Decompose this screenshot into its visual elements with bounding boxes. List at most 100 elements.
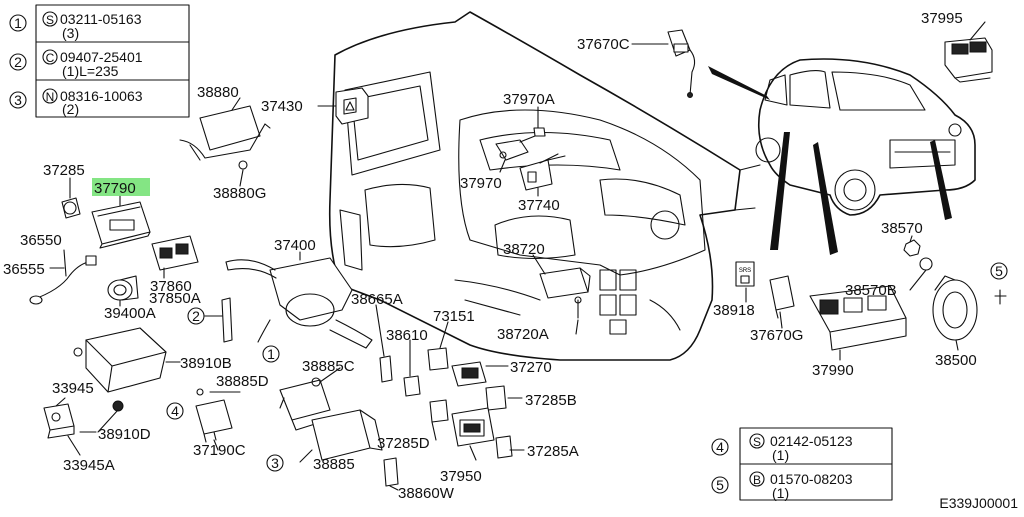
part-label-39400a[interactable]: 39400A (104, 305, 156, 322)
part-label-37285[interactable]: 37285 (43, 162, 85, 179)
part-label-38610[interactable]: 38610 (386, 327, 428, 344)
part-37285a-drawing (495, 435, 513, 459)
part-label-37970[interactable]: 37970 (460, 175, 502, 192)
part-38610-drawing (403, 375, 421, 397)
part-label-33945a[interactable]: 33945A (63, 457, 115, 474)
part-38720-drawing (539, 267, 591, 319)
part-label-37285d[interactable]: 37285D (377, 435, 430, 452)
part-label-37990[interactable]: 37990 (812, 362, 854, 379)
part-label-73151[interactable]: 73151 (433, 308, 475, 325)
legend-num: 3 (14, 92, 22, 108)
part-label-37790[interactable]: 37790 (94, 180, 136, 197)
part-39400a-drawing (107, 275, 139, 301)
diagram-code: E339J00001 (939, 495, 1018, 511)
part-label-36555[interactable]: 36555 (3, 261, 45, 278)
legend-code: 08316-10063 (60, 88, 143, 104)
legend-qty: (3) (62, 25, 79, 41)
part-37970a-drawing (533, 127, 546, 137)
legend-code: 02142-05123 (770, 433, 853, 449)
part-label-38665a[interactable]: 38665A (351, 291, 403, 308)
part-label-38885d[interactable]: 38885D (216, 373, 269, 390)
part-label-38570[interactable]: 38570 (881, 220, 923, 237)
srs-sticker-text: SRS (739, 268, 751, 274)
fastener-symbol (42, 49, 58, 65)
legend-top: 1 S 03211-05163 (3) 2 C 09407-25401 (1)L… (9, 4, 190, 118)
legend-sym: B (753, 473, 761, 487)
part-37790-drawing (91, 201, 151, 249)
part-label-36550[interactable]: 36550 (20, 232, 62, 249)
part-label-37190c[interactable]: 37190C (193, 442, 246, 459)
callout-1: 1 (267, 346, 275, 362)
part-label-38720[interactable]: 38720 (503, 241, 545, 258)
part-label-37430[interactable]: 37430 (261, 98, 303, 115)
part-38570-drawing (903, 239, 933, 271)
part-37285b-drawing (485, 385, 507, 411)
pointer-wedge (770, 132, 790, 250)
legend-code: 09407-25401 (60, 49, 143, 65)
callout-5: 5 (995, 263, 1003, 279)
part-37850a-drawing (221, 297, 233, 343)
part-label-37950[interactable]: 37950 (440, 468, 482, 485)
callout-circle (9, 14, 27, 32)
part-label-38910d[interactable]: 38910D (98, 426, 151, 443)
part-37970-drawing (495, 135, 536, 161)
leader-lines (49, 21, 986, 491)
part-label-37970a[interactable]: 37970A (503, 91, 555, 108)
part-label-37850a[interactable]: 37850A (149, 290, 201, 307)
legend-sym: N (46, 90, 55, 104)
part-73151-drawing (427, 347, 449, 371)
part-label-33945[interactable]: 33945 (52, 380, 94, 397)
legend-num: 2 (14, 54, 22, 70)
fastener-symbol (42, 11, 58, 27)
part-label-37270[interactable]: 37270 (510, 359, 552, 376)
part-label-38885c[interactable]: 38885C (302, 358, 355, 375)
legend-code: 01570-08203 (770, 471, 853, 487)
part-label-38880g[interactable]: 38880G (213, 185, 266, 202)
part-37740-drawing (519, 153, 566, 191)
part-37950-drawing (451, 407, 495, 447)
part-label-38570b[interactable]: 38570B (845, 282, 897, 299)
part-label-37860[interactable]: 37860 (150, 278, 192, 295)
part-label-38720a[interactable]: 38720A (497, 326, 549, 343)
part-37670g-drawing (769, 275, 795, 319)
part-label-37285a[interactable]: 37285A (527, 443, 579, 460)
part-label-37995[interactable]: 37995 (921, 10, 963, 27)
legend-num: 1 (14, 15, 22, 31)
pointer-wedge (708, 66, 770, 100)
part-label-38918[interactable]: 38918 (713, 302, 755, 319)
part-labels[interactable]: 37995 37670C 37970A 37970 37740 37430 38… (3, 10, 977, 502)
legend-sym: S (753, 435, 761, 449)
part-label-38860w[interactable]: 38860W (398, 485, 455, 502)
part-37270-drawing (451, 361, 487, 387)
part-38918-drawing: SRS (735, 261, 755, 287)
part-37990-drawing (809, 285, 907, 351)
part-37995-drawing (944, 37, 993, 83)
part-label-37740[interactable]: 37740 (518, 197, 560, 214)
dashboard-illustration (328, 11, 761, 361)
part-38500-drawing (932, 275, 1007, 341)
legend-qty: (1)L=235 (62, 63, 119, 79)
part-label-37285b[interactable]: 37285B (525, 392, 577, 409)
part-label-37670c[interactable]: 37670C (577, 36, 630, 53)
legend-qty: (1) (772, 485, 789, 501)
part-label-38910b[interactable]: 38910B (180, 355, 232, 372)
part-37670c-drawing (667, 29, 696, 98)
part-37400-drawing (225, 257, 373, 349)
part-label-38880[interactable]: 38880 (197, 84, 239, 101)
pointer-wedge (813, 142, 838, 255)
callout-circle (9, 53, 27, 71)
callout-2: 2 (192, 308, 200, 324)
part-36555-drawing (29, 255, 97, 305)
legend-code: 03211-05163 (60, 11, 142, 27)
vehicle-illustration (708, 58, 976, 255)
part-label-37670g[interactable]: 37670G (750, 327, 803, 344)
part-label-37400[interactable]: 37400 (274, 237, 316, 254)
pointer-wedge (930, 140, 952, 220)
part-label-38885[interactable]: 38885 (313, 456, 355, 473)
part-38885d-drawing (279, 379, 335, 431)
part-37860-drawing (151, 235, 199, 271)
part-label-38500[interactable]: 38500 (935, 352, 977, 369)
callout-circle (9, 91, 27, 109)
